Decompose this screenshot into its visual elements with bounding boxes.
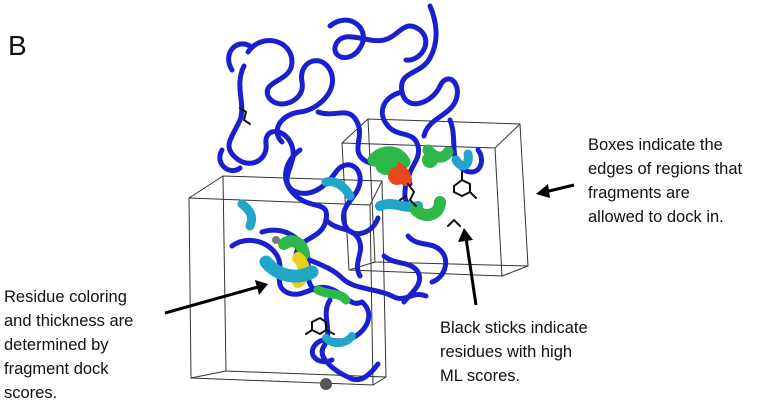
arrow-boxes	[536, 183, 575, 198]
docking-box-right	[341, 118, 529, 277]
residue-annotation: Residue coloring and thickness are deter…	[4, 285, 133, 405]
ion-sphere	[320, 378, 332, 390]
scored-residue-spheres	[272, 152, 438, 390]
boxes-annotation-line: Boxes indicate the	[588, 136, 723, 154]
black-stick-residues	[239, 107, 477, 336]
boxes-annotation-line: allowed to dock in.	[588, 208, 724, 226]
arrow-sticks	[458, 228, 478, 306]
boxes-annotation-line: fragments are	[588, 184, 690, 202]
arrow-residue	[164, 280, 268, 315]
sticks-annotation-line: residues with high	[440, 343, 573, 361]
sticks-annotation: Black sticks indicate residues with high…	[440, 316, 588, 388]
annotation-arrows	[164, 183, 575, 315]
residue-annotation-line: determined by	[4, 336, 109, 354]
boxes-annotation-line: edges of regions that	[588, 160, 743, 178]
sticks-annotation-line: ML scores.	[440, 367, 521, 385]
residue-annotation-line: and thickness are	[4, 312, 134, 330]
boxes-annotation: Boxes indicate the edges of regions that…	[588, 133, 742, 229]
panel-label: B	[8, 30, 27, 61]
residue-annotation-line: scores.	[4, 384, 58, 402]
residue-annotation-line: fragment dock	[4, 360, 109, 378]
residue-annotation-line: Residue coloring	[4, 288, 127, 306]
sticks-annotation-line: Black sticks indicate	[440, 319, 588, 337]
